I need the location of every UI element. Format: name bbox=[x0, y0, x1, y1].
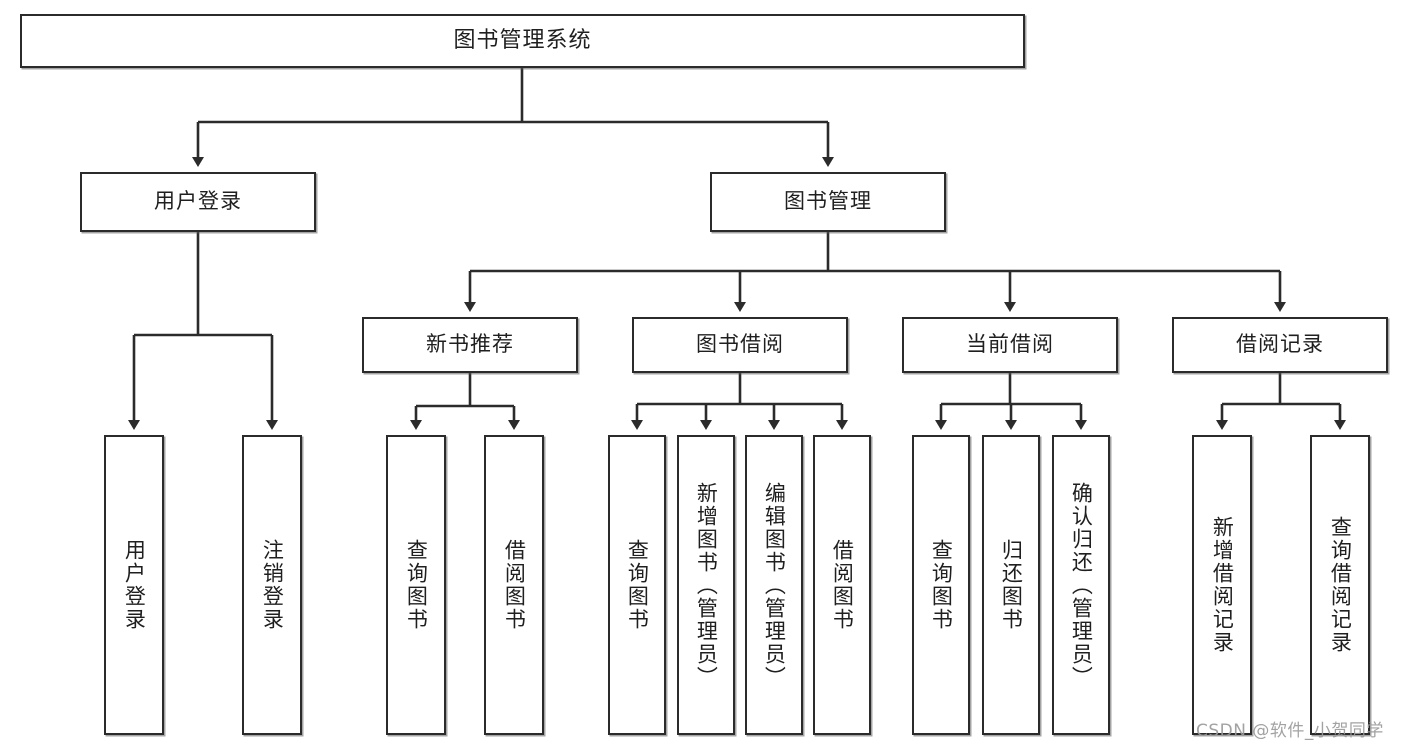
node-leaf-confirm-return[interactable]: 确认归还（管理员） bbox=[1052, 435, 1110, 735]
node-leaf-edit-book-label: 编辑图书（管理员） bbox=[762, 481, 787, 689]
node-leaf-query-record-label: 查询借阅记录 bbox=[1328, 516, 1353, 654]
node-leaf-user-logout-label: 注销登录 bbox=[260, 539, 285, 631]
node-leaf-query-book-3[interactable]: 查询图书 bbox=[912, 435, 970, 735]
node-leaf-query-book-2[interactable]: 查询图书 bbox=[608, 435, 666, 735]
node-leaf-borrow-book-1[interactable]: 借阅图书 bbox=[484, 435, 544, 735]
node-book-borrow-label: 图书借阅 bbox=[696, 332, 784, 357]
node-leaf-query-book-2-label: 查询图书 bbox=[625, 539, 650, 631]
node-user-login-label: 用户登录 bbox=[154, 189, 242, 214]
node-new-book-recommend-label: 新书推荐 bbox=[426, 332, 514, 357]
node-leaf-add-record-label: 新增借阅记录 bbox=[1210, 516, 1235, 654]
node-root[interactable]: 图书管理系统 bbox=[20, 14, 1025, 68]
node-leaf-return-book[interactable]: 归还图书 bbox=[982, 435, 1040, 735]
node-book-manage[interactable]: 图书管理 bbox=[710, 172, 946, 232]
node-current-borrow-label: 当前借阅 bbox=[966, 332, 1054, 357]
node-leaf-add-book-label: 新增图书（管理员） bbox=[694, 481, 719, 689]
node-book-borrow[interactable]: 图书借阅 bbox=[632, 317, 848, 373]
node-leaf-query-book-3-label: 查询图书 bbox=[929, 539, 954, 631]
csdn-watermark: CSDN @软件_小贺同学 bbox=[1196, 721, 1384, 741]
node-borrow-record[interactable]: 借阅记录 bbox=[1172, 317, 1388, 373]
node-leaf-borrow-book-2-label: 借阅图书 bbox=[830, 539, 855, 631]
node-current-borrow[interactable]: 当前借阅 bbox=[902, 317, 1118, 373]
node-leaf-query-book-1[interactable]: 查询图书 bbox=[386, 435, 446, 735]
node-leaf-user-logout[interactable]: 注销登录 bbox=[242, 435, 302, 735]
node-leaf-user-login[interactable]: 用户登录 bbox=[104, 435, 164, 735]
node-leaf-confirm-return-label: 确认归还（管理员） bbox=[1069, 481, 1094, 689]
node-borrow-record-label: 借阅记录 bbox=[1236, 332, 1324, 357]
node-leaf-borrow-book-2[interactable]: 借阅图书 bbox=[813, 435, 871, 735]
node-leaf-return-book-label: 归还图书 bbox=[999, 539, 1024, 631]
node-leaf-add-record[interactable]: 新增借阅记录 bbox=[1192, 435, 1252, 735]
node-leaf-query-record[interactable]: 查询借阅记录 bbox=[1310, 435, 1370, 735]
node-leaf-user-login-label: 用户登录 bbox=[122, 539, 147, 631]
node-user-login[interactable]: 用户登录 bbox=[80, 172, 316, 232]
node-leaf-add-book[interactable]: 新增图书（管理员） bbox=[677, 435, 735, 735]
node-new-book-recommend[interactable]: 新书推荐 bbox=[362, 317, 578, 373]
node-leaf-query-book-1-label: 查询图书 bbox=[404, 539, 429, 631]
node-leaf-borrow-book-1-label: 借阅图书 bbox=[502, 539, 527, 631]
node-leaf-edit-book[interactable]: 编辑图书（管理员） bbox=[745, 435, 803, 735]
node-root-label: 图书管理系统 bbox=[453, 27, 592, 53]
node-book-manage-label: 图书管理 bbox=[784, 189, 872, 214]
